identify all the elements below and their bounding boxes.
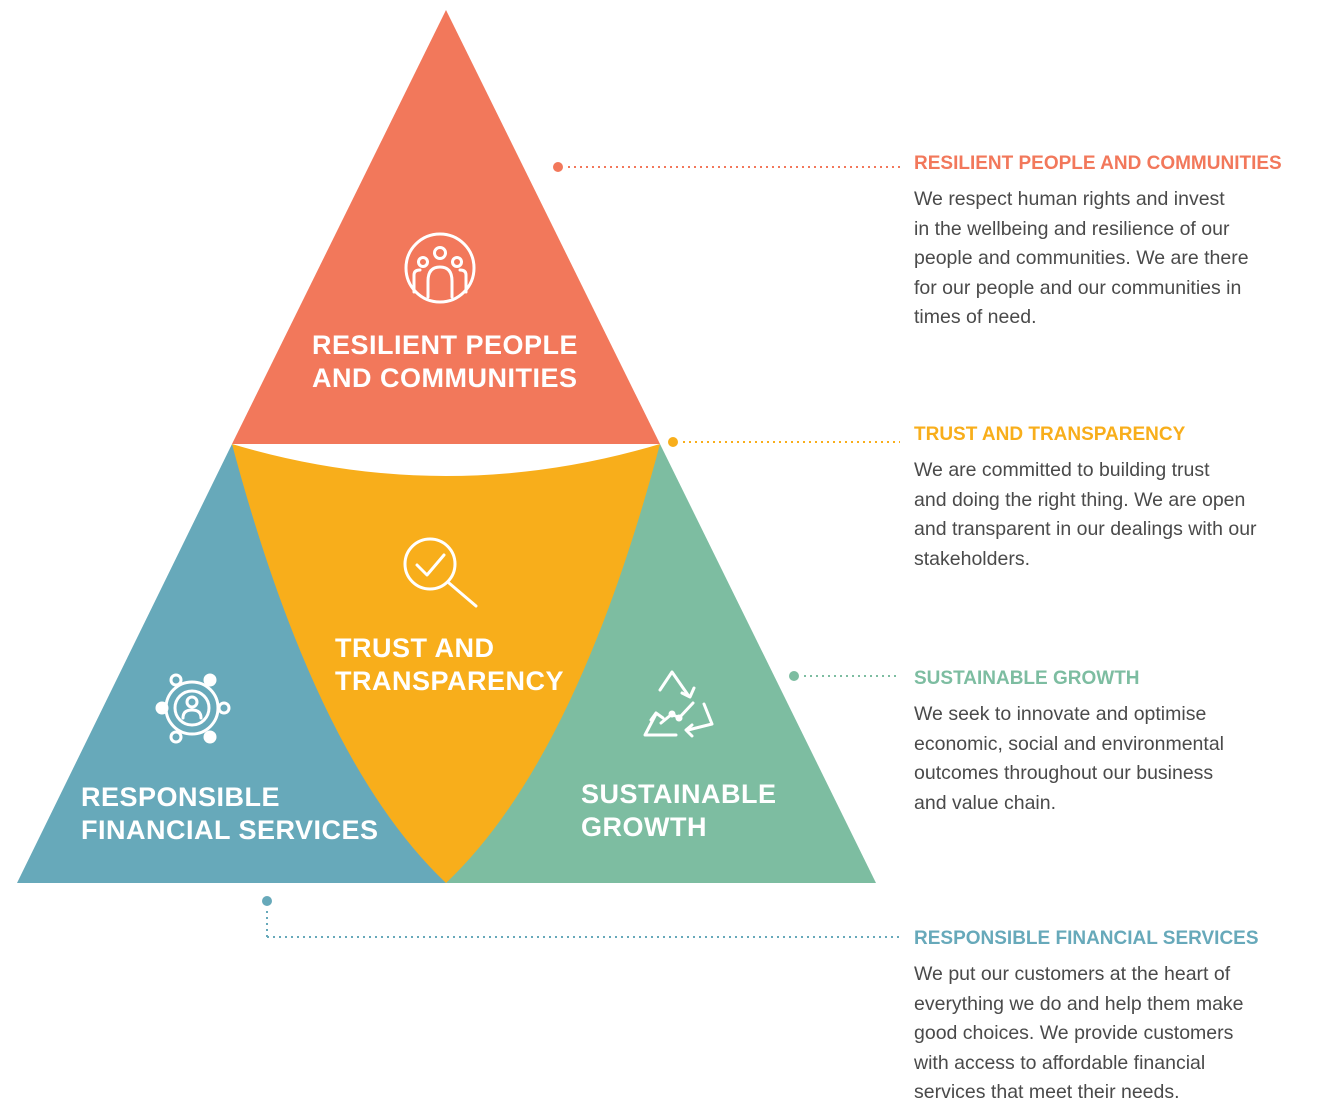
desc-trust-text: We are committed to building trust and d…: [914, 459, 1257, 570]
magnifier-check-icon: [403, 537, 478, 608]
label-sustainable: SUSTAINABLE GROWTH: [581, 779, 785, 842]
connector-responsible: [262, 896, 900, 938]
desc-sustainable-text: We seek to innovate and optimise economi…: [914, 703, 1225, 814]
desc-responsible-title: RESPONSIBLE FINANCIAL SERVICES: [914, 928, 1259, 949]
desc-trust: TRUST AND TRANSPARENCY We are committed …: [914, 424, 1314, 574]
recycle-growth-icon: [643, 670, 714, 738]
label-resilient: RESILIENT PEOPLE AND COMMUNITIES: [312, 330, 586, 393]
desc-responsible: RESPONSIBLE FINANCIAL SERVICES We put ou…: [914, 928, 1314, 1108]
segment-responsible: [17, 444, 446, 883]
connector-sustainable: [789, 671, 900, 681]
desc-trust-title: TRUST AND TRANSPARENCY: [914, 424, 1186, 445]
label-responsible: RESPONSIBLE FINANCIAL SERVICES: [81, 782, 379, 845]
segment-sustainable: [446, 444, 876, 883]
label-trust: TRUST AND TRANSPARENCY: [335, 633, 564, 696]
segment-trust: [232, 444, 660, 883]
desc-sustainable: SUSTAINABLE GROWTH We seek to innovate a…: [914, 668, 1314, 818]
people-community-icon: [404, 232, 476, 304]
desc-sustainable-title: SUSTAINABLE GROWTH: [914, 668, 1140, 689]
desc-resilient-text: We respect human rights and invest in th…: [914, 188, 1249, 328]
segment-resilient: [232, 10, 660, 444]
desc-responsible-text: We put our customers at the heart of eve…: [914, 963, 1244, 1103]
desc-resilient: RESILIENT PEOPLE AND COMMUNITIES We resp…: [914, 153, 1314, 333]
connector-resilient: [553, 162, 900, 172]
desc-resilient-title: RESILIENT PEOPLE AND COMMUNITIES: [914, 153, 1282, 174]
connector-trust: [668, 437, 900, 447]
network-person-icon: [155, 673, 231, 744]
